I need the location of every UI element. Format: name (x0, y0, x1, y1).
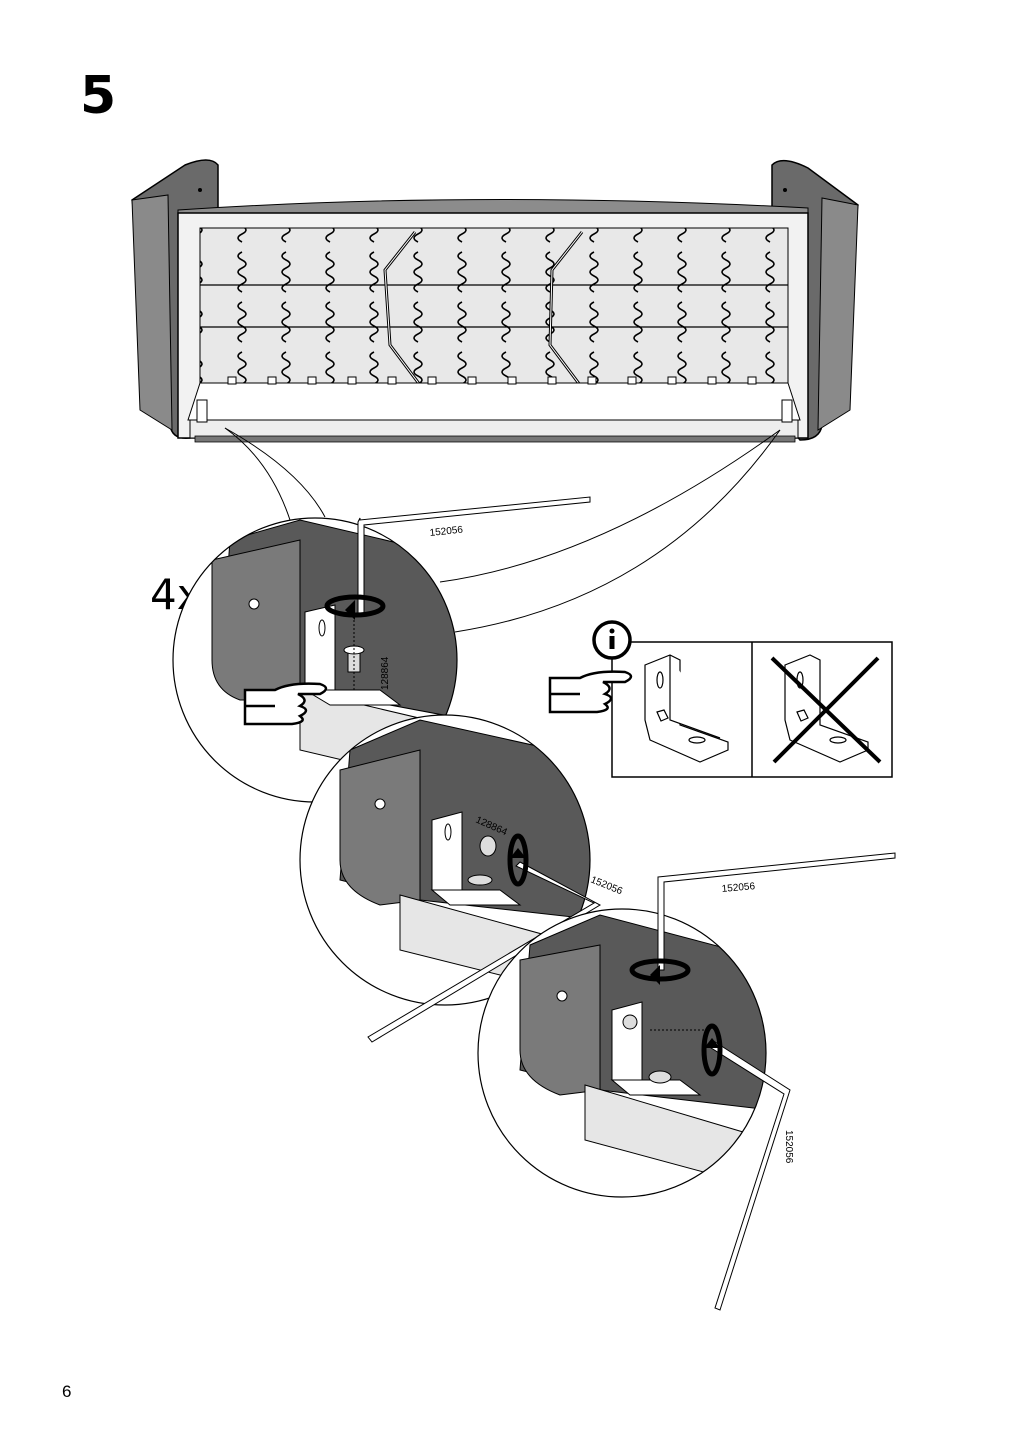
bracket-icon (644, 654, 729, 763)
allen-key-label-3: 152056 (721, 881, 756, 895)
pointing-hand-icon-2 (548, 670, 633, 714)
step-number: 5 (80, 66, 117, 126)
page-number: 6 (62, 1382, 72, 1401)
info-icon (592, 620, 632, 660)
callout-lines (224, 427, 781, 633)
allen-key-label: 152056 (429, 525, 464, 539)
pointing-hand-icon (243, 682, 328, 726)
sofa-overview (131, 159, 859, 443)
detail-circle-1: 152056 128864 (172, 496, 591, 803)
info-panel (548, 620, 893, 778)
wrong-x-icon (770, 656, 882, 764)
screw-label: 128864 (380, 656, 391, 690)
allen-key-label-4: 152056 (783, 1130, 794, 1164)
allen-key-label-2: 152056 (589, 875, 624, 898)
